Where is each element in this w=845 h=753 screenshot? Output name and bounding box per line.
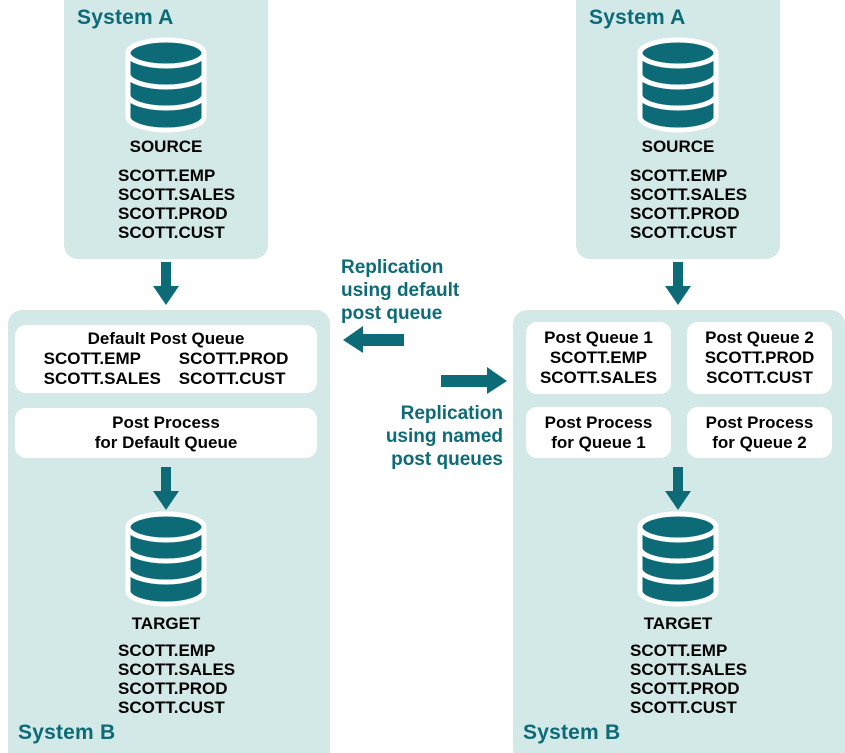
right-target-database-icon bbox=[637, 511, 719, 607]
right-post-queue-2-title: Post Queue 2 bbox=[705, 328, 814, 347]
right-post-process-1-line2: for Queue 1 bbox=[551, 432, 646, 452]
table-item: SCOTT.PROD bbox=[118, 204, 228, 223]
replication-default-line2: using default bbox=[341, 280, 460, 301]
right-system-b-label: System B bbox=[523, 721, 621, 744]
left-post-process-box: Post Process for Default Queue bbox=[15, 408, 317, 458]
replication-default-line1: Replication bbox=[341, 257, 444, 278]
left-system-b-label: System B bbox=[18, 721, 116, 744]
table-item: SCOTT.SALES bbox=[118, 660, 236, 679]
left-target-table-list: SCOTT.EMP SCOTT.SALES SCOTT.PROD SCOTT.C… bbox=[118, 641, 235, 717]
table-item: SCOTT.PROD bbox=[630, 679, 740, 698]
replication-named-line2: using named bbox=[385, 426, 503, 447]
left-system-a-label: System A bbox=[77, 6, 174, 29]
table-item: SCOTT.SALES bbox=[118, 185, 236, 204]
right-source-caption: SOURCE bbox=[641, 137, 715, 156]
table-item: SCOTT.PROD bbox=[118, 679, 228, 698]
queue-table-item: SCOTT.SALES bbox=[43, 369, 161, 388]
table-item: SCOTT.CUST bbox=[630, 698, 737, 717]
replication-default-left-arrow bbox=[343, 326, 405, 354]
queue-table-item: SCOTT.EMP bbox=[43, 349, 141, 368]
replication-named-line1: Replication bbox=[400, 403, 503, 424]
table-item: SCOTT.EMP bbox=[630, 641, 728, 660]
replication-default-line3: post queue bbox=[341, 303, 443, 324]
table-item: SCOTT.CUST bbox=[118, 223, 225, 242]
queue-table-item: SCOTT.EMP bbox=[549, 348, 648, 367]
table-item: SCOTT.EMP bbox=[118, 641, 216, 660]
table-item: SCOTT.EMP bbox=[118, 166, 216, 185]
right-post-queue-1-box: Post Queue 1 SCOTT.EMP SCOTT.SALES bbox=[526, 322, 671, 394]
right-down-arrow-a-to-b bbox=[664, 262, 692, 306]
right-target-table-list: SCOTT.EMP SCOTT.SALES SCOTT.PROD SCOTT.C… bbox=[630, 641, 747, 717]
queue-table-item: SCOTT.CUST bbox=[706, 368, 813, 387]
replication-default-label: Replication using default post queue bbox=[341, 256, 459, 325]
left-source-database-icon bbox=[125, 37, 207, 133]
queue-table-item: SCOTT.PROD bbox=[704, 348, 815, 367]
replication-named-label: Replication using named post queues bbox=[318, 402, 503, 471]
left-post-process-line2: for Default Queue bbox=[94, 433, 238, 452]
table-item: SCOTT.SALES bbox=[630, 185, 748, 204]
queue-table-item: SCOTT.CUST bbox=[178, 369, 286, 388]
table-item: SCOTT.EMP bbox=[630, 166, 728, 185]
right-post-process-2-box: Post Process for Queue 2 bbox=[687, 407, 832, 458]
left-source-table-list: SCOTT.EMP SCOTT.SALES SCOTT.PROD SCOTT.C… bbox=[118, 166, 235, 242]
right-target-caption: TARGET bbox=[643, 614, 713, 633]
table-item: SCOTT.PROD bbox=[630, 204, 740, 223]
left-source-caption: SOURCE bbox=[129, 137, 203, 156]
left-default-post-queue-box: Default Post Queue SCOTT.EMP SCOTT.PROD … bbox=[15, 325, 317, 393]
table-item: SCOTT.CUST bbox=[118, 698, 225, 717]
right-post-process-1-box: Post Process for Queue 1 bbox=[526, 407, 671, 458]
right-down-arrow-process-to-target bbox=[664, 467, 692, 511]
left-post-process-line1: Post Process bbox=[112, 413, 220, 432]
right-source-table-list: SCOTT.EMP SCOTT.SALES SCOTT.PROD SCOTT.C… bbox=[630, 166, 747, 242]
right-system-a-label: System A bbox=[589, 6, 686, 29]
right-post-queue-1-title: Post Queue 1 bbox=[544, 328, 653, 347]
right-post-queue-2-box: Post Queue 2 SCOTT.PROD SCOTT.CUST bbox=[687, 322, 832, 394]
left-target-caption: TARGET bbox=[131, 614, 201, 633]
table-item: SCOTT.CUST bbox=[630, 223, 737, 242]
left-down-arrow-a-to-b bbox=[152, 262, 180, 306]
right-source-database-icon bbox=[637, 37, 719, 133]
right-post-process-2-line2: for Queue 2 bbox=[712, 432, 807, 452]
queue-table-item: SCOTT.SALES bbox=[539, 368, 658, 387]
left-default-post-queue-title: Default Post Queue bbox=[87, 329, 245, 348]
left-down-arrow-process-to-target bbox=[152, 467, 180, 511]
right-post-process-1-line1: Post Process bbox=[544, 412, 653, 432]
left-target-database-icon bbox=[125, 511, 207, 607]
replication-named-right-arrow bbox=[440, 367, 508, 395]
table-item: SCOTT.SALES bbox=[630, 660, 748, 679]
right-post-process-2-line1: Post Process bbox=[705, 412, 814, 432]
queue-table-item: SCOTT.PROD bbox=[178, 349, 289, 368]
replication-named-line3: post queues bbox=[391, 449, 503, 470]
